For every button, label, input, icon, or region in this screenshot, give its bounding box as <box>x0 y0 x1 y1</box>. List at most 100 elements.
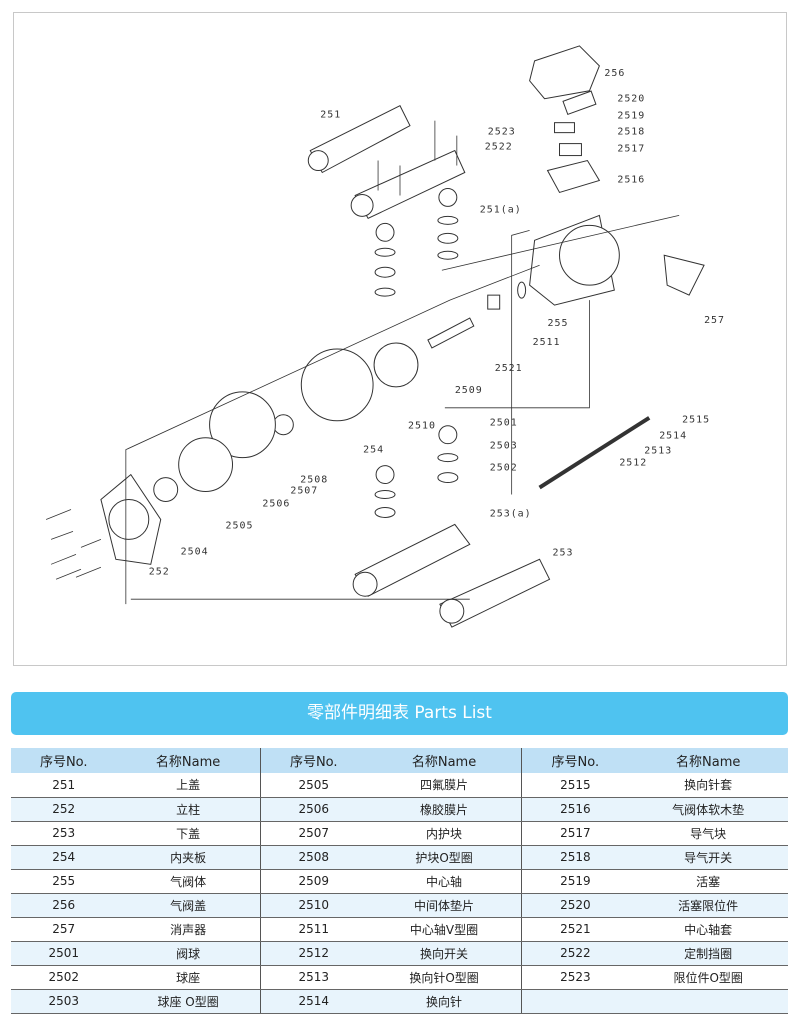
label-2502: 2502 <box>490 463 518 474</box>
part-number-cell: 253 <box>11 821 117 846</box>
label-2512: 2512 <box>619 458 647 469</box>
label-2517: 2517 <box>617 144 645 155</box>
part-number-cell: 2511 <box>260 917 367 942</box>
label-2505: 2505 <box>226 520 254 531</box>
label-2519: 2519 <box>617 111 645 122</box>
part-name-cell: 上盖 <box>116 773 261 798</box>
label-2506: 2506 <box>262 498 290 509</box>
label-2504: 2504 <box>181 546 209 557</box>
part-number-cell: 2520 <box>521 893 629 918</box>
part-name-cell: 球座 O型圈 <box>116 989 261 1014</box>
header-name: 名称Name <box>628 748 788 773</box>
part-number-cell: 2513 <box>260 965 367 990</box>
part-number-cell: 2514 <box>260 989 367 1014</box>
label-251: 251 <box>320 110 341 121</box>
header-name: 名称Name <box>366 748 523 773</box>
label-2523: 2523 <box>488 127 516 138</box>
part-name-cell: 气阀体软木垫 <box>628 797 788 822</box>
label-257: 257 <box>704 315 725 326</box>
part-number-cell: 252 <box>11 797 117 822</box>
part-name-cell: 中心轴 <box>366 869 523 894</box>
label-2522: 2522 <box>485 142 513 153</box>
label-2503: 2503 <box>490 441 518 452</box>
label-2510: 2510 <box>408 421 436 432</box>
parts-list-banner: 零部件明细表 Parts List <box>11 692 788 735</box>
part-number-cell: 2502 <box>11 965 117 990</box>
label-2521: 2521 <box>495 363 523 374</box>
label-254: 254 <box>363 445 384 456</box>
part-number-cell <box>521 989 629 1014</box>
part-number-cell: 2512 <box>260 941 367 966</box>
label-2515: 2515 <box>682 415 710 426</box>
part-name-cell: 活塞限位件 <box>628 893 788 918</box>
part-number-cell: 2518 <box>521 845 629 870</box>
header-no: 序号No. <box>521 748 629 773</box>
part-number-cell: 2503 <box>11 989 117 1014</box>
part-number-cell: 2521 <box>521 917 629 942</box>
part-name-cell: 换向针O型圈 <box>366 965 523 990</box>
label-2514: 2514 <box>659 431 687 442</box>
parts-list-table: 序号No. 名称Name 序号No. 名称Name 序号No. 名称Name 2… <box>11 748 788 1014</box>
part-name-cell: 气阀盖 <box>116 893 261 918</box>
part-number-cell: 2522 <box>521 941 629 966</box>
part-number-cell: 2506 <box>260 797 367 822</box>
part-name-cell: 中心轴套 <box>628 917 788 942</box>
part-number-cell: 2507 <box>260 821 367 846</box>
label-2516: 2516 <box>617 174 645 185</box>
part-number-cell: 254 <box>11 845 117 870</box>
part-name-cell: 下盖 <box>116 821 261 846</box>
label-2509: 2509 <box>455 385 483 396</box>
label-253: 253 <box>553 547 574 558</box>
part-name-cell: 中间体垫片 <box>366 893 523 918</box>
part-number-cell: 257 <box>11 917 117 942</box>
part-number-cell: 2519 <box>521 869 629 894</box>
part-name-cell: 阀球 <box>116 941 261 966</box>
part-name-cell: 换向针 <box>366 989 523 1014</box>
part-number-cell: 256 <box>11 893 117 918</box>
part-name-cell: 导气块 <box>628 821 788 846</box>
part-name-cell: 换向针套 <box>628 773 788 798</box>
part-name-cell: 换向开关 <box>366 941 523 966</box>
label-252: 252 <box>149 566 170 577</box>
header-no: 序号No. <box>260 748 367 773</box>
label-2508: 2508 <box>300 475 328 486</box>
part-number-cell: 251 <box>11 773 117 798</box>
part-name-cell: 导气开关 <box>628 845 788 870</box>
part-name-cell: 四氟膜片 <box>366 773 523 798</box>
label-2507: 2507 <box>290 486 318 497</box>
part-number-cell: 2509 <box>260 869 367 894</box>
part-name-cell: 活塞 <box>628 869 788 894</box>
part-number-cell: 2515 <box>521 773 629 798</box>
part-name-cell: 护块O型圈 <box>366 845 523 870</box>
part-name-cell: 球座 <box>116 965 261 990</box>
part-name-cell: 内护块 <box>366 821 523 846</box>
part-number-cell: 255 <box>11 869 117 894</box>
part-name-cell: 定制挡圈 <box>628 941 788 966</box>
label-253a: 253(a) <box>490 508 532 519</box>
table-header-row: 序号No. 名称Name 序号No. 名称Name 序号No. 名称Name <box>11 748 788 773</box>
part-number-labels: 251 256 2520 2519 2523 2518 2522 2517 25… <box>149 68 725 577</box>
part-name-cell: 橡胶膜片 <box>366 797 523 822</box>
label-2501: 2501 <box>490 418 518 429</box>
part-name-cell: 消声器 <box>116 917 261 942</box>
part-number-cell: 2523 <box>521 965 629 990</box>
part-number-cell: 2517 <box>521 821 629 846</box>
part-number-cell: 2508 <box>260 845 367 870</box>
exploded-parts-diagram: 251 256 2520 2519 2523 2518 2522 2517 25… <box>13 12 787 666</box>
part-name-cell: 中心轴V型圈 <box>366 917 523 942</box>
part-name-cell: 内夹板 <box>116 845 261 870</box>
part-name-cell: 气阀体 <box>116 869 261 894</box>
label-2513: 2513 <box>644 446 672 457</box>
label-2518: 2518 <box>617 127 645 138</box>
label-255: 255 <box>548 318 569 329</box>
part-name-cell: 限位件O型圈 <box>628 965 788 990</box>
